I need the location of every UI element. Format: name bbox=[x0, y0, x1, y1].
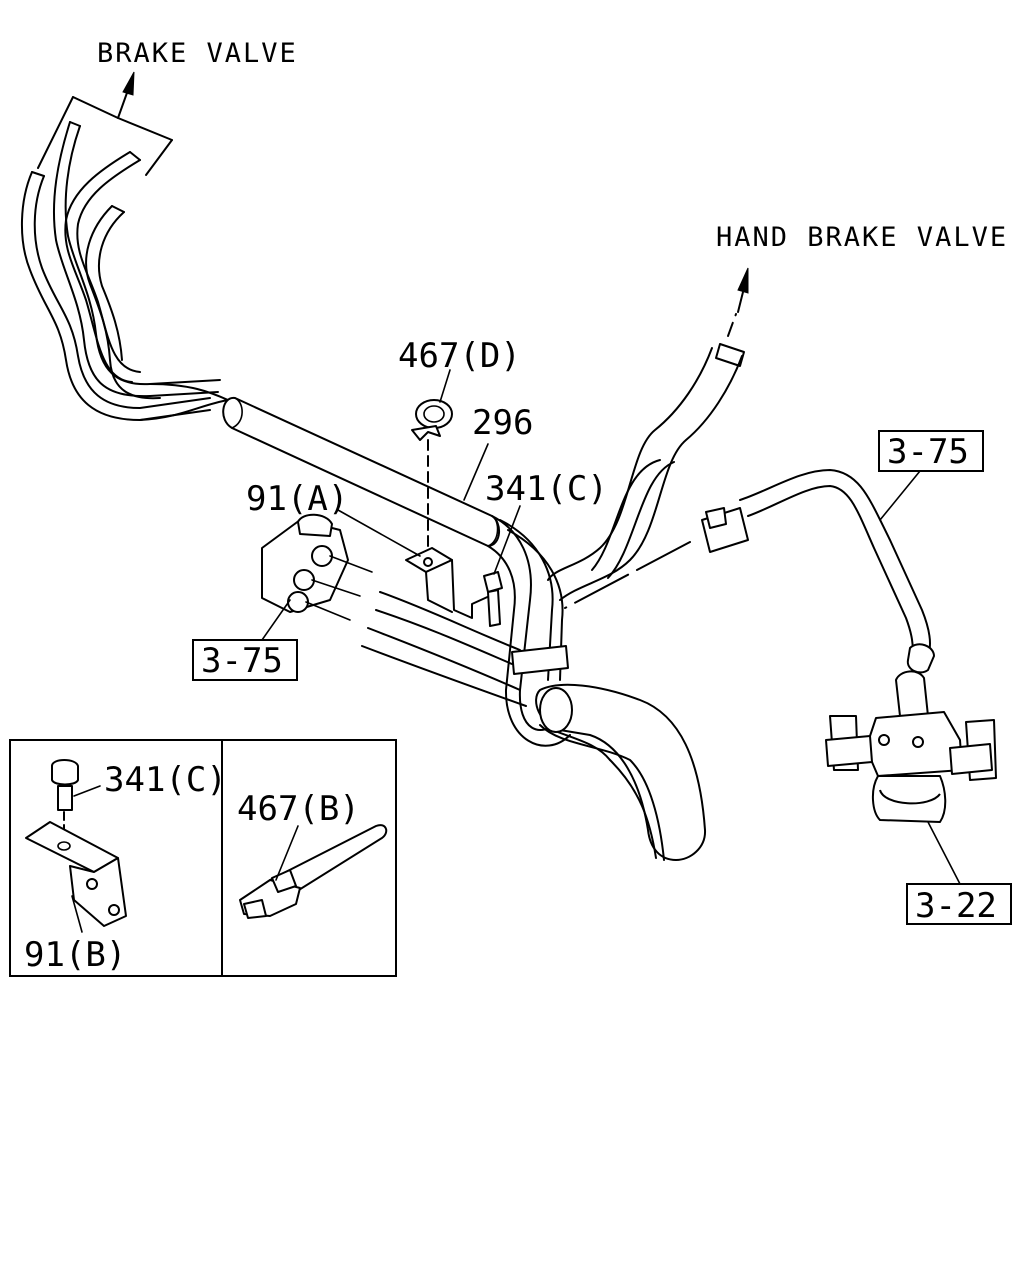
brake-valve-label: BRAKE VALVE bbox=[97, 38, 298, 69]
main-pipe-run bbox=[361, 515, 707, 861]
detail-panels: 341(C) 91(B) 467(B) bbox=[9, 739, 397, 977]
ref-box-3-75-left bbox=[192, 639, 298, 681]
brake-pipe-bundle bbox=[20, 121, 229, 421]
detail-callout-341c: 341(C) bbox=[104, 760, 227, 800]
callouts: 467(D) 296 341(C) 91(A) 3-75 3-75 3-22 bbox=[192, 336, 1012, 926]
brake-valve-arrow bbox=[117, 71, 135, 119]
clip-467d bbox=[411, 399, 453, 549]
ref-3-75-right: 3-75 bbox=[887, 432, 969, 472]
ref-box-3-22 bbox=[906, 883, 1012, 925]
callout-296: 296 bbox=[472, 403, 533, 443]
callout-91a: 91(A) bbox=[246, 479, 348, 519]
relay-valve-assembly bbox=[825, 670, 997, 823]
detail-right-cable-tie bbox=[239, 824, 388, 919]
brake-valve-direction: BRAKE VALVE bbox=[37, 38, 298, 176]
bolt-341c-main bbox=[483, 571, 503, 627]
connector-block-left bbox=[261, 513, 373, 621]
callout-467d: 467(D) bbox=[398, 336, 521, 376]
detail-callout-467b: 467(B) bbox=[237, 789, 360, 829]
ref-3-75-left: 3-75 bbox=[201, 641, 283, 681]
ref-box-3-75-right bbox=[878, 430, 984, 472]
callout-341c: 341(C) bbox=[485, 469, 608, 509]
detail-left-bolt-bracket bbox=[25, 759, 127, 927]
hand-brake-valve-label: HAND BRAKE VALVE bbox=[716, 222, 1008, 253]
air-pipe-right bbox=[564, 469, 935, 674]
ref-3-22: 3-22 bbox=[915, 886, 997, 926]
bracket-91a bbox=[405, 547, 495, 619]
detail-callout-91b: 91(B) bbox=[24, 935, 126, 975]
hand-brake-pipe bbox=[547, 267, 749, 601]
